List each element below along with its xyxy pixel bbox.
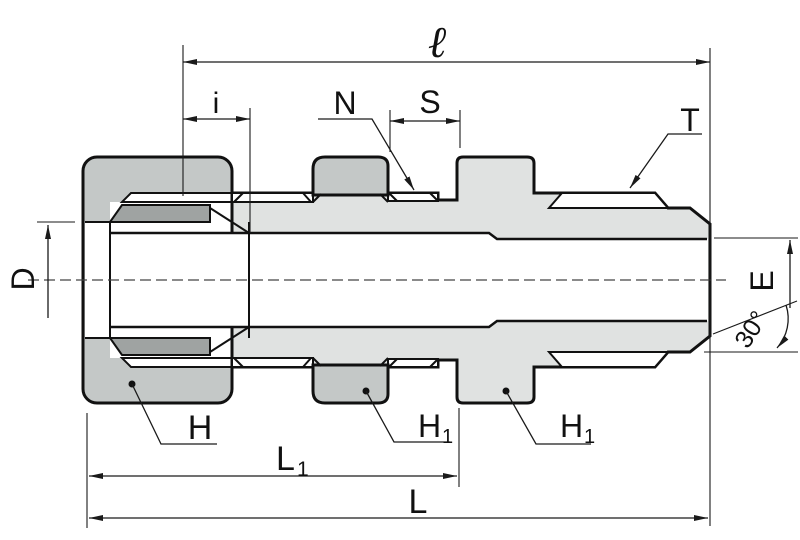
locknut-base-chamfer [312, 193, 322, 203]
bulkhead-thread-band-top-right [387, 192, 439, 202]
thread-chamfer-line [233, 357, 244, 368]
label-s: S [419, 84, 440, 120]
label-l: L [409, 483, 428, 521]
nut-thread-band-bottom [119, 357, 233, 368]
locknut-base-chamfer [312, 357, 322, 367]
svg-text:1: 1 [297, 458, 309, 481]
locknut-base-chamfer [379, 357, 389, 367]
leader-n [318, 118, 415, 191]
angle-arc-30 [776, 304, 789, 349]
bulkhead-thread-band-top-left [231, 192, 314, 203]
label-n: N [333, 85, 356, 121]
ferrule-ring-top [108, 204, 211, 223]
label-h1-locknut: H 1 [418, 408, 453, 448]
svg-text:H: H [560, 408, 583, 444]
bore-wall-top [110, 231, 707, 241]
ferrule-taper-top [209, 207, 250, 234]
ferrule-taper-bottom [209, 326, 250, 353]
nut-thread-band-top [119, 192, 233, 203]
male-thread-band-top [546, 192, 671, 209]
svg-text:H: H [418, 408, 441, 444]
thread-chamfer-line [388, 358, 398, 368]
bulkhead-thread-band-bottom-right [387, 358, 439, 368]
label-h1-hex: H 1 [560, 408, 595, 448]
label-ell: ℓ [428, 17, 447, 68]
svg-text:1: 1 [442, 426, 453, 448]
locknut-top [311, 155, 390, 197]
label-h: H [188, 409, 213, 447]
bore [110, 233, 708, 327]
leader-t [629, 133, 702, 189]
chamfer-angle-line [712, 300, 798, 335]
label-t: T [680, 102, 700, 138]
label-l1: L 1 [276, 440, 309, 481]
leader-h [131, 383, 217, 445]
label-e: E [744, 270, 780, 291]
svg-text:L: L [276, 440, 295, 478]
thread-chamfer-line [429, 192, 439, 202]
thread-chamfer-line [388, 192, 398, 202]
thread-chamfer-line [302, 357, 312, 368]
thread-chamfer-line [429, 358, 439, 368]
bulkhead-thread-band-bottom-left [231, 357, 314, 368]
leader-h1-locknut [365, 390, 450, 443]
male-thread-band-bottom [546, 351, 671, 368]
locknut-base-chamfer [379, 193, 389, 203]
locknut-bottom [311, 363, 390, 405]
thread-chamfer-line [233, 192, 244, 203]
thread-chamfer-line [302, 192, 312, 203]
ferrule-ring-bottom [108, 337, 211, 356]
label-i: i [213, 87, 220, 120]
leader-h1-hex [505, 390, 591, 445]
svg-text:1: 1 [584, 426, 595, 448]
bore-wall-bottom [110, 319, 707, 329]
label-d: D [5, 267, 41, 290]
